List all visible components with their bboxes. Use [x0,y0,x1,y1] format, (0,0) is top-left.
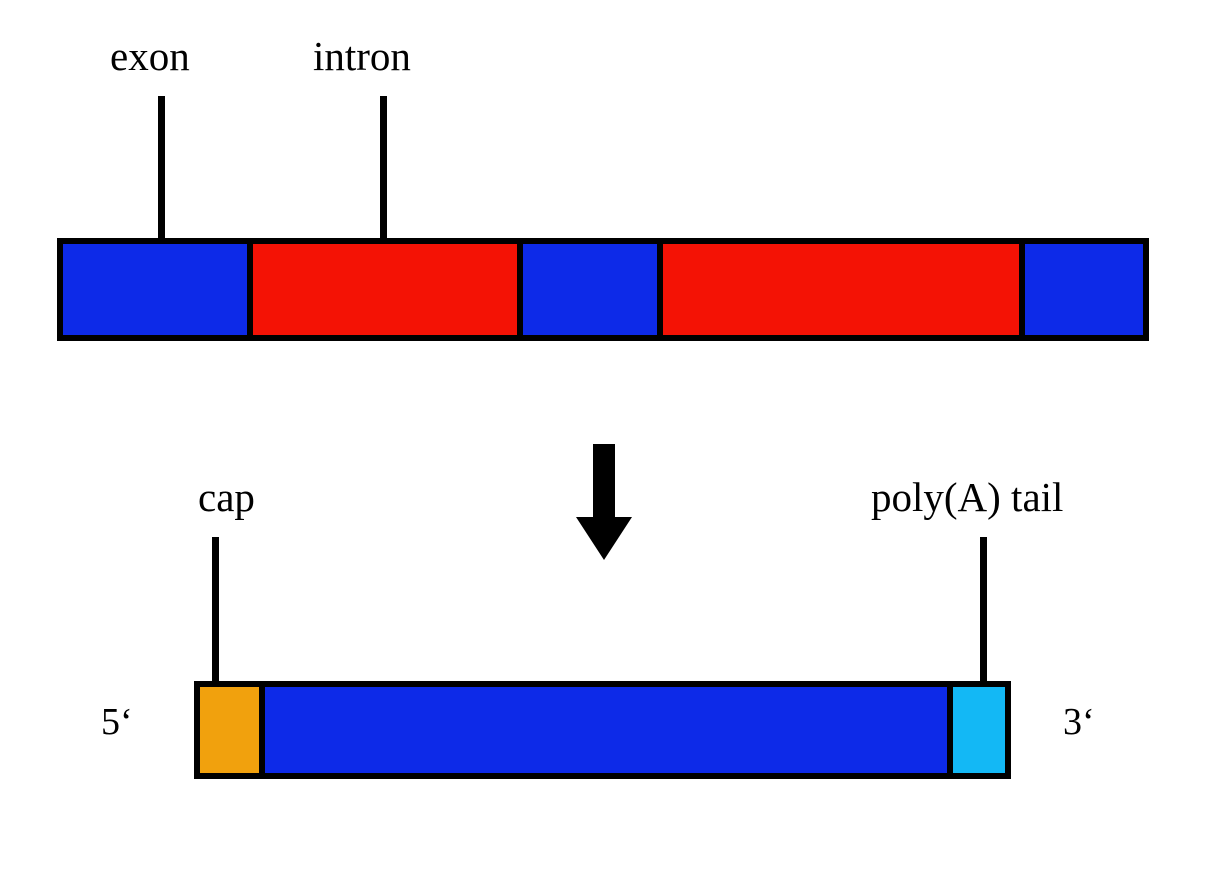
gene-segment-exon-2 [516,244,657,335]
gene-structure-bar [57,238,1149,341]
five-prime-label: 5‘ [101,701,133,743]
intron-label: intron [313,33,411,79]
cap-label: cap [198,474,255,520]
mrna-segment-coding [258,687,948,773]
gene-segment-exon-3 [1018,244,1143,335]
exon-label: exon [110,33,190,79]
cap-leader-line [212,537,219,685]
poly-a-tail-label: poly(A) tail [871,474,1064,520]
intron-leader-line [380,96,387,242]
mature-mrna-bar [194,681,1011,779]
polya-leader-line [980,537,987,685]
mrna-segment-poly-a-tail [947,687,1005,773]
gene-segment-intron-1 [246,244,517,335]
down-arrow-icon [576,444,632,560]
exon-leader-line [158,96,165,242]
mrna-segment-cap [200,687,259,773]
gene-segment-intron-2 [656,244,1019,335]
gene-segment-exon-1 [63,244,247,335]
three-prime-label: 3‘ [1063,701,1095,743]
